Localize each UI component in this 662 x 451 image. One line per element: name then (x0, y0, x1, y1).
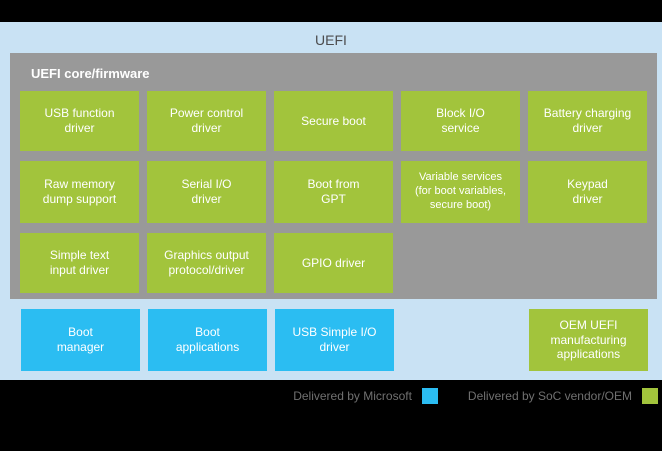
core-box-keypad-driver: Keypad driver (528, 161, 647, 223)
box-boot-applications: Boot applications (148, 309, 267, 371)
box-oem-uefi-manufacturing-applications: OEM UEFI manufacturing applications (529, 309, 648, 371)
legend: Delivered by Microsoft Delivered by SoC … (293, 388, 658, 404)
legend-label-microsoft: Delivered by Microsoft (293, 389, 412, 403)
core-box-raw-memory-dump-support: Raw memory dump support (20, 161, 139, 223)
box-usb-simple-io-driver: USB Simple I/O driver (275, 309, 394, 371)
box-boot-manager: Boot manager (21, 309, 140, 371)
core-box-simple-text-input-driver: Simple text input driver (20, 233, 139, 293)
core-box-secure-boot: Secure boot (274, 91, 393, 151)
bottom-row: Boot manager Boot applications USB Simpl… (21, 309, 648, 371)
core-box-variable-services: Variable services (for boot variables, s… (401, 161, 520, 223)
core-firmware-container: UEFI core/firmware USB function driver P… (10, 53, 657, 299)
core-box-serial-io-driver: Serial I/O driver (147, 161, 266, 223)
legend-label-soc-oem: Delivered by SoC vendor/OEM (467, 389, 632, 403)
core-box-battery-charging-driver: Battery charging driver (528, 91, 647, 151)
core-box-usb-function-driver: USB function driver (20, 91, 139, 151)
core-box-power-control-driver: Power control driver (147, 91, 266, 151)
legend-item-soc-oem: Delivered by SoC vendor/OEM (468, 388, 658, 404)
core-firmware-grid: USB function driver Power control driver… (20, 91, 647, 293)
core-firmware-label: UEFI core/firmware (31, 66, 150, 81)
legend-swatch-soc-oem (642, 388, 658, 404)
legend-item-microsoft: Delivered by Microsoft (293, 388, 438, 404)
core-box-block-io-service: Block I/O service (401, 91, 520, 151)
legend-swatch-microsoft (421, 388, 438, 404)
core-box-graphics-output-protocol-driver: Graphics output protocol/driver (147, 233, 266, 293)
uefi-title: UEFI (315, 32, 347, 48)
core-box-gpio-driver: GPIO driver (274, 233, 393, 293)
core-box-boot-from-gpt: Boot from GPT (274, 161, 393, 223)
